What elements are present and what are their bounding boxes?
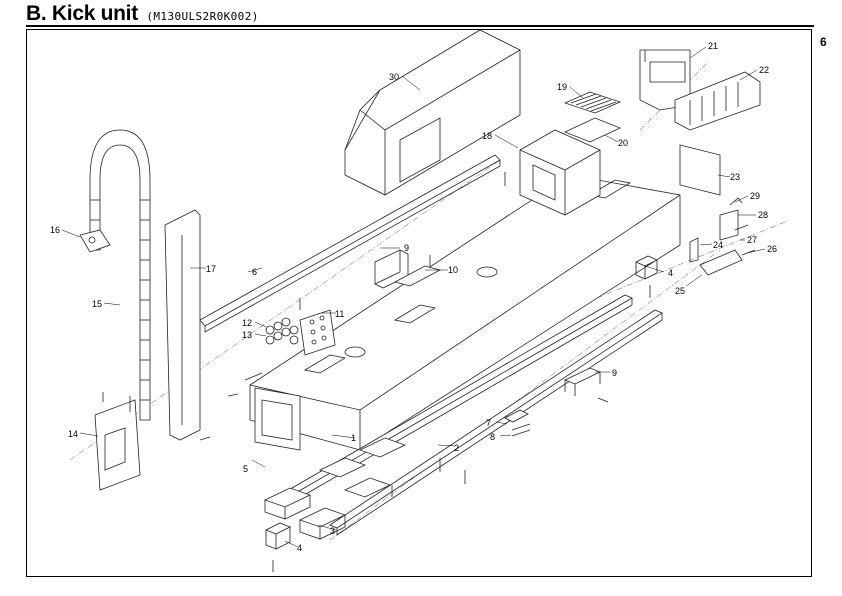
chain-mount-bracket <box>94 399 141 491</box>
cable-chain <box>89 129 151 421</box>
callout-29: 29 <box>750 191 760 201</box>
callout-9: 9 <box>404 243 409 253</box>
callout-7: 7 <box>486 418 491 428</box>
callout-12: 12 <box>242 318 252 328</box>
callout-26: 26 <box>767 244 777 254</box>
callout-22: 22 <box>759 65 769 75</box>
callout-10: 10 <box>448 265 458 275</box>
callout-13: 13 <box>242 330 252 340</box>
sensor-parts <box>504 409 531 437</box>
callout-28: 28 <box>758 210 768 220</box>
callout-15: 15 <box>92 299 102 309</box>
callout-24: 24 <box>713 240 723 250</box>
guide-bar <box>199 154 501 333</box>
mount-frame <box>519 129 601 216</box>
model-code: (M130ULS2R0K002) <box>146 10 259 23</box>
valve-bracket <box>639 49 691 111</box>
chain-guide-plate <box>164 209 201 441</box>
bolts <box>102 50 651 572</box>
callout-20: 20 <box>618 138 628 148</box>
chain-end-bracket <box>79 229 111 253</box>
callout-14: 14 <box>68 429 78 439</box>
callout-8: 8 <box>490 432 495 442</box>
main-beam <box>249 174 681 451</box>
callout-25: 25 <box>675 286 685 296</box>
callout-21: 21 <box>708 41 718 51</box>
callout-18: 18 <box>482 131 492 141</box>
callout-30: 30 <box>389 72 399 82</box>
stopper-blocks <box>265 255 658 550</box>
top-cover <box>344 29 521 196</box>
valve-terminal-block <box>563 91 622 114</box>
rail-blocks <box>263 437 407 540</box>
nut-cluster <box>265 317 299 345</box>
title-underline <box>26 25 814 27</box>
pneumatic-fittings <box>689 197 756 276</box>
callout-17: 17 <box>206 264 216 274</box>
end-plate <box>679 144 721 196</box>
callout-2: 2 <box>454 443 459 453</box>
callout-9b: 9 <box>612 368 617 378</box>
mount-brackets <box>374 249 601 396</box>
callout-1: 1 <box>351 433 356 443</box>
callout-6: 6 <box>252 267 257 277</box>
callout-19: 19 <box>557 82 567 92</box>
callout-5: 5 <box>243 464 248 474</box>
page-title: B. Kick unit (M130ULS2R0K002) <box>26 2 259 26</box>
leader-lines <box>61 46 766 548</box>
perforated-plate <box>299 309 336 356</box>
callout-16: 16 <box>50 225 60 235</box>
drawing-frame <box>26 29 812 577</box>
callout-3: 3 <box>330 526 335 536</box>
callout-4: 4 <box>297 543 302 553</box>
section-title: B. Kick unit <box>26 2 138 25</box>
callout-23: 23 <box>730 172 740 182</box>
solenoid-valve-manifold <box>674 71 761 131</box>
callout-27: 27 <box>747 235 757 245</box>
callout-labels: 1 2 3 4 4 5 6 7 8 9 9 10 11 12 13 14 15 … <box>50 41 777 553</box>
page-number: 6 <box>820 35 827 49</box>
callout-4b: 4 <box>668 268 673 278</box>
callout-11: 11 <box>335 309 344 319</box>
base-plate <box>563 117 622 143</box>
